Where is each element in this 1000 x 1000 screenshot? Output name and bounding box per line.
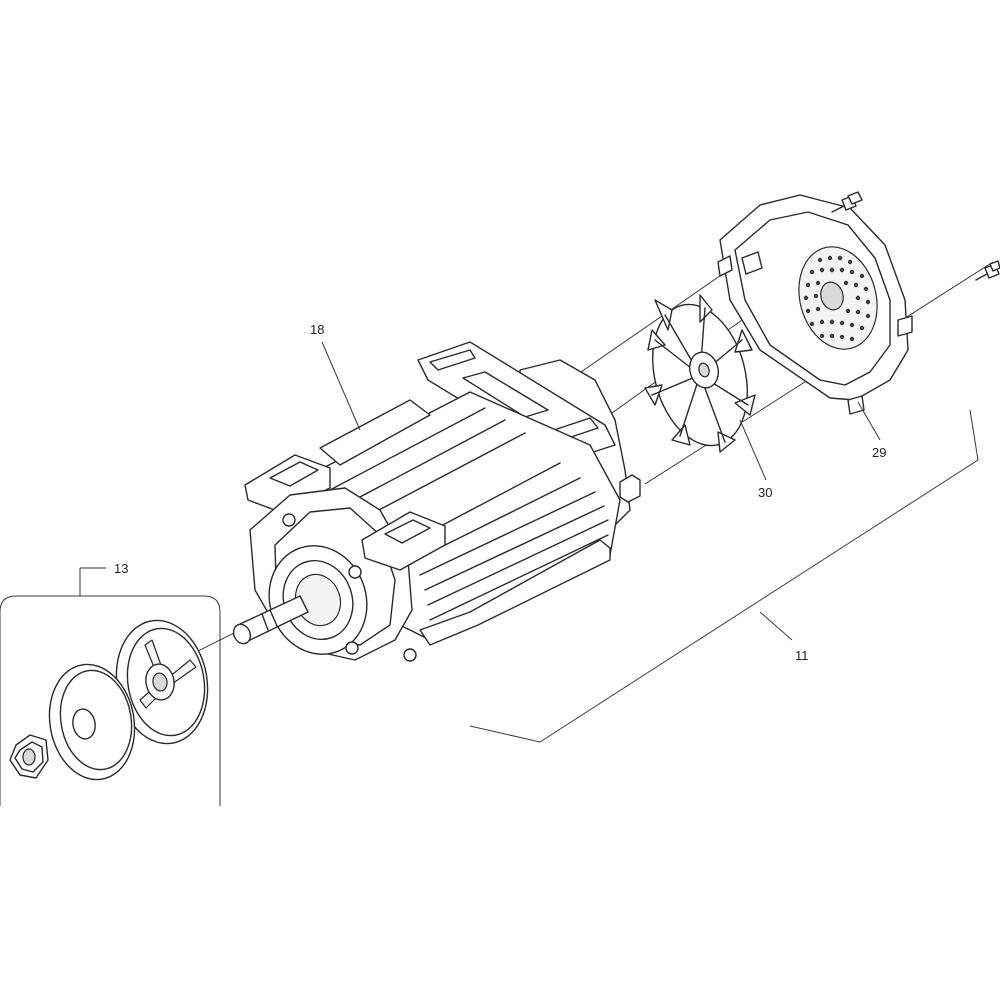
callout-11: 11 [795, 648, 809, 663]
assembly-bracket-11 [469, 409, 979, 743]
motor-body [232, 341, 641, 662]
cover-screws [831, 191, 1000, 281]
grill-perforations [803, 255, 871, 342]
leader-lines [321, 341, 881, 481]
fan-cover [717, 194, 913, 415]
callout-30: 30 [758, 485, 772, 500]
callout-13: 13 [114, 561, 128, 576]
callout-18: 18 [310, 322, 324, 337]
cooling-fan [644, 294, 756, 453]
flange-washer [48, 663, 136, 781]
hex-nut [9, 734, 49, 779]
pulley-kit-frame [0, 567, 221, 806]
callout-29: 29 [872, 445, 886, 460]
pulley [115, 619, 209, 745]
